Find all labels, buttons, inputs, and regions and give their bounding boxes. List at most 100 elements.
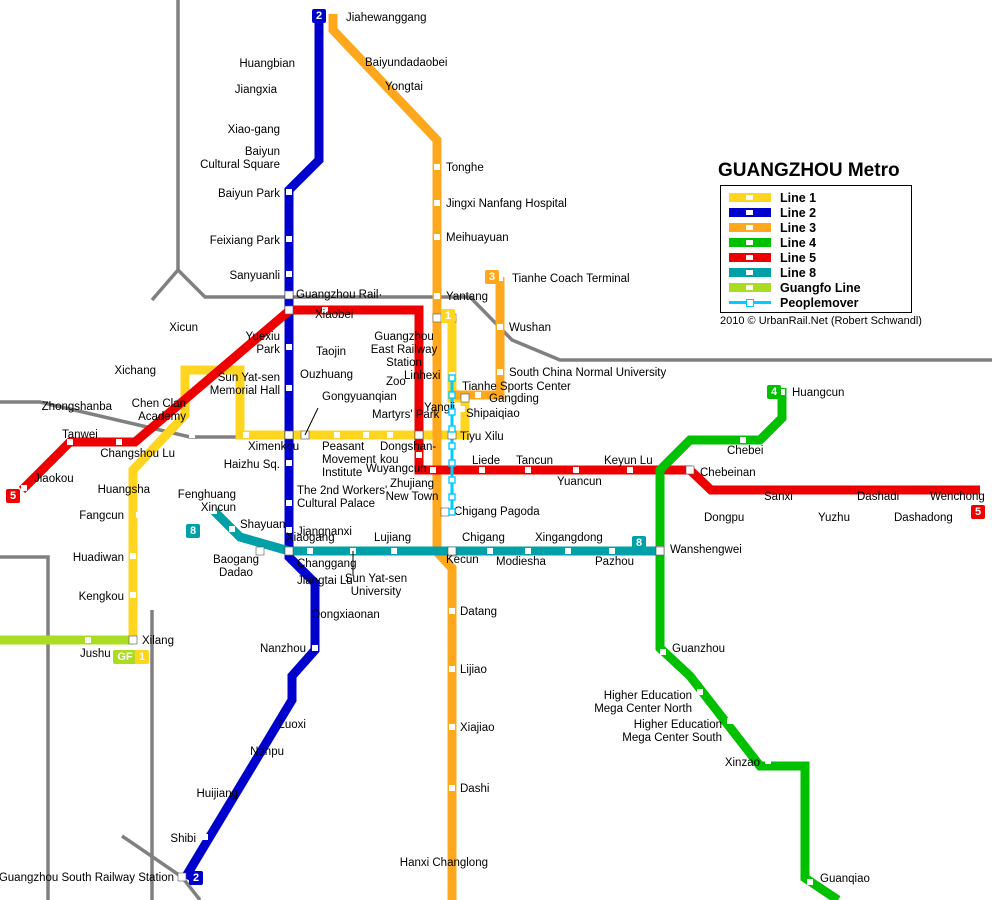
peoplemover-station-marker[interactable] bbox=[448, 425, 456, 433]
station-marker[interactable] bbox=[497, 324, 503, 330]
station-marker[interactable] bbox=[449, 666, 455, 672]
peoplemover-station-marker[interactable] bbox=[448, 442, 456, 450]
station-marker[interactable] bbox=[685, 465, 695, 475]
station-marker[interactable] bbox=[312, 645, 318, 651]
station-marker[interactable] bbox=[434, 164, 440, 170]
station-marker[interactable] bbox=[374, 86, 380, 92]
station-marker[interactable] bbox=[609, 548, 615, 554]
station-marker[interactable] bbox=[284, 430, 294, 440]
station-marker[interactable] bbox=[211, 508, 217, 514]
station-marker[interactable] bbox=[160, 375, 166, 381]
station-marker[interactable] bbox=[725, 502, 731, 508]
station-marker[interactable] bbox=[921, 502, 927, 508]
station-marker[interactable] bbox=[284, 305, 294, 315]
station-marker[interactable] bbox=[459, 406, 465, 412]
station-marker[interactable] bbox=[460, 393, 470, 403]
station-marker[interactable] bbox=[243, 432, 249, 438]
station-marker[interactable] bbox=[286, 527, 292, 533]
station-marker[interactable] bbox=[286, 385, 292, 391]
station-marker[interactable] bbox=[245, 789, 251, 795]
station-marker[interactable] bbox=[177, 872, 187, 882]
station-marker[interactable] bbox=[286, 236, 292, 242]
station-marker[interactable] bbox=[393, 377, 399, 383]
station-marker[interactable] bbox=[322, 307, 328, 313]
station-marker[interactable] bbox=[67, 439, 73, 445]
station-marker[interactable] bbox=[284, 546, 294, 556]
station-marker[interactable] bbox=[229, 526, 235, 532]
station-marker[interactable] bbox=[334, 432, 340, 438]
station-marker[interactable] bbox=[354, 66, 360, 72]
station-marker[interactable] bbox=[286, 160, 292, 166]
station-marker[interactable] bbox=[391, 548, 397, 554]
station-marker[interactable] bbox=[447, 546, 457, 556]
station-marker[interactable] bbox=[430, 467, 436, 473]
peoplemover-station-marker[interactable] bbox=[448, 508, 456, 516]
station-marker[interactable] bbox=[130, 553, 136, 559]
station-marker[interactable] bbox=[440, 507, 450, 517]
peoplemover-station-marker[interactable] bbox=[448, 459, 456, 467]
station-marker[interactable] bbox=[959, 502, 965, 508]
station-marker[interactable] bbox=[874, 502, 880, 508]
station-marker[interactable] bbox=[727, 718, 733, 724]
station-marker[interactable] bbox=[363, 432, 369, 438]
station-marker[interactable] bbox=[775, 502, 781, 508]
station-marker[interactable] bbox=[284, 290, 294, 300]
station-marker[interactable] bbox=[416, 452, 422, 458]
station-marker[interactable] bbox=[286, 189, 292, 195]
station-marker[interactable] bbox=[286, 500, 292, 506]
station-marker[interactable] bbox=[434, 234, 440, 240]
station-marker[interactable] bbox=[449, 785, 455, 791]
station-marker[interactable] bbox=[655, 546, 665, 556]
station-marker[interactable] bbox=[497, 275, 503, 281]
station-marker[interactable] bbox=[312, 721, 318, 727]
station-marker[interactable] bbox=[573, 467, 579, 473]
station-marker[interactable] bbox=[525, 467, 531, 473]
station-marker[interactable] bbox=[525, 548, 531, 554]
station-marker[interactable] bbox=[487, 548, 493, 554]
station-marker[interactable] bbox=[740, 437, 746, 443]
station-marker[interactable] bbox=[765, 758, 771, 764]
station-marker[interactable] bbox=[130, 592, 136, 598]
peoplemover-station-marker[interactable] bbox=[448, 374, 456, 382]
station-marker[interactable] bbox=[497, 369, 503, 375]
station-marker[interactable] bbox=[182, 449, 188, 455]
station-marker[interactable] bbox=[449, 724, 455, 730]
station-marker[interactable] bbox=[286, 344, 292, 350]
station-marker[interactable] bbox=[660, 649, 666, 655]
station-marker[interactable] bbox=[779, 389, 785, 395]
station-marker[interactable] bbox=[202, 834, 208, 840]
station-marker[interactable] bbox=[627, 467, 633, 473]
station-marker[interactable] bbox=[372, 355, 378, 361]
peoplemover-station-marker[interactable] bbox=[448, 408, 456, 416]
station-marker[interactable] bbox=[829, 502, 835, 508]
station-marker[interactable] bbox=[136, 512, 142, 518]
station-marker[interactable] bbox=[434, 293, 440, 299]
station-marker[interactable] bbox=[189, 432, 195, 438]
station-marker[interactable] bbox=[286, 87, 292, 93]
station-marker[interactable] bbox=[307, 548, 313, 554]
station-marker[interactable] bbox=[197, 327, 203, 333]
station-marker[interactable] bbox=[21, 485, 27, 491]
station-marker[interactable] bbox=[85, 637, 91, 643]
peoplemover-station-marker[interactable] bbox=[448, 493, 456, 501]
station-marker[interactable] bbox=[434, 200, 440, 206]
station-marker[interactable] bbox=[255, 546, 265, 556]
station-marker[interactable] bbox=[290, 745, 296, 751]
station-marker[interactable] bbox=[349, 334, 355, 340]
station-marker[interactable] bbox=[697, 689, 703, 695]
station-marker[interactable] bbox=[286, 460, 292, 466]
station-marker[interactable] bbox=[414, 430, 424, 440]
station-marker[interactable] bbox=[128, 635, 138, 645]
station-marker[interactable] bbox=[286, 271, 292, 277]
peoplemover-station-marker[interactable] bbox=[448, 391, 456, 399]
station-marker[interactable] bbox=[160, 489, 166, 495]
station-marker[interactable] bbox=[286, 125, 292, 131]
station-marker[interactable] bbox=[807, 879, 813, 885]
station-marker[interactable] bbox=[301, 614, 307, 620]
station-marker[interactable] bbox=[565, 548, 571, 554]
station-marker[interactable] bbox=[286, 576, 292, 582]
station-marker[interactable] bbox=[479, 467, 485, 473]
station-marker[interactable] bbox=[116, 439, 122, 445]
station-marker[interactable] bbox=[494, 842, 500, 848]
station-marker[interactable] bbox=[387, 432, 393, 438]
